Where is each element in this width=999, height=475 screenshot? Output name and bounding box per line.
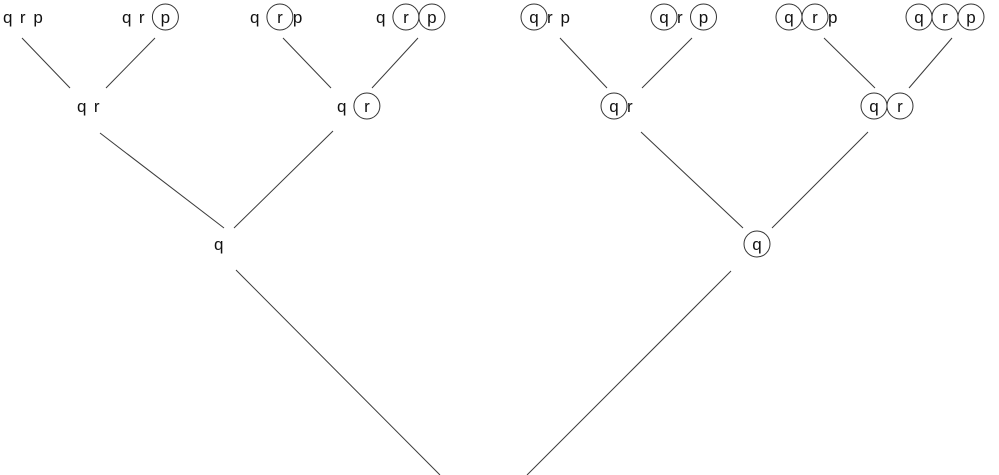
edge-l2-m1	[105, 37, 156, 89]
edge-l5-m3	[559, 37, 608, 89]
var-p: p	[33, 8, 42, 27]
var-p-circled: p	[966, 8, 975, 27]
edge-t1-root	[235, 269, 441, 475]
edge-m1-t1	[99, 132, 225, 229]
var-q: q	[122, 8, 131, 27]
var-r: r	[139, 8, 145, 27]
circle-r-marker	[886, 92, 914, 120]
edge-l4-m2	[371, 37, 419, 89]
circle-p-marker	[690, 3, 717, 31]
edge-l1-m1	[21, 37, 71, 89]
var-r: r	[547, 8, 553, 27]
var-r: r	[94, 97, 100, 116]
var-q-circled: q	[609, 97, 618, 116]
node-t1: q	[214, 235, 223, 254]
circle-r-marker	[801, 3, 829, 31]
var-r-circled: r	[277, 8, 283, 27]
var-q-circled: q	[752, 235, 761, 254]
circle-p-marker	[418, 3, 446, 31]
var-q-circled: q	[659, 8, 668, 27]
var-r: r	[627, 97, 633, 116]
var-q: q	[250, 8, 259, 27]
var-r-circled: r	[364, 97, 370, 116]
var-q: q	[214, 235, 223, 254]
var-r-circled: r	[942, 8, 948, 27]
circle-q-marker	[600, 92, 628, 120]
edge-t2-root	[526, 270, 732, 475]
var-q: q	[77, 97, 86, 116]
var-q: q	[337, 97, 346, 116]
var-r-circled: r	[897, 97, 903, 116]
var-p: p	[293, 8, 302, 27]
var-p-circled: p	[161, 8, 170, 27]
var-q: q	[376, 8, 385, 27]
circle-r-marker	[266, 3, 294, 31]
edge-l8-m4	[908, 37, 953, 89]
var-p: p	[561, 8, 570, 27]
edge-l7-m4	[823, 37, 876, 89]
edge-m2-t1	[233, 130, 334, 229]
var-q-circled: q	[784, 8, 793, 27]
circle-r-marker	[353, 92, 381, 120]
var-r: r	[677, 8, 683, 27]
var-r-circled: r	[812, 8, 818, 27]
circle-q-marker	[650, 3, 678, 31]
edge-l6-m3	[641, 37, 693, 89]
circle-q-marker	[520, 3, 548, 31]
var-q-circled: q	[869, 97, 878, 116]
node-t2: q	[743, 230, 771, 258]
var-r: r	[20, 8, 26, 27]
edge-m4-t2	[771, 131, 869, 229]
circle-p-marker	[151, 3, 179, 31]
circle-p-marker	[957, 3, 985, 31]
var-q: q	[3, 8, 12, 27]
var-p-circled: p	[427, 8, 436, 27]
tree-edges	[21, 37, 953, 475]
edge-l3-m2	[282, 37, 332, 89]
var-r-circled: r	[403, 8, 409, 27]
edge-m3-t2	[640, 131, 744, 229]
var-p-circled: p	[699, 8, 708, 27]
var-p: p	[828, 8, 837, 27]
var-q-circled: q	[529, 8, 538, 27]
var-q-circled: q	[914, 8, 923, 27]
circle-q-marker	[743, 230, 771, 258]
